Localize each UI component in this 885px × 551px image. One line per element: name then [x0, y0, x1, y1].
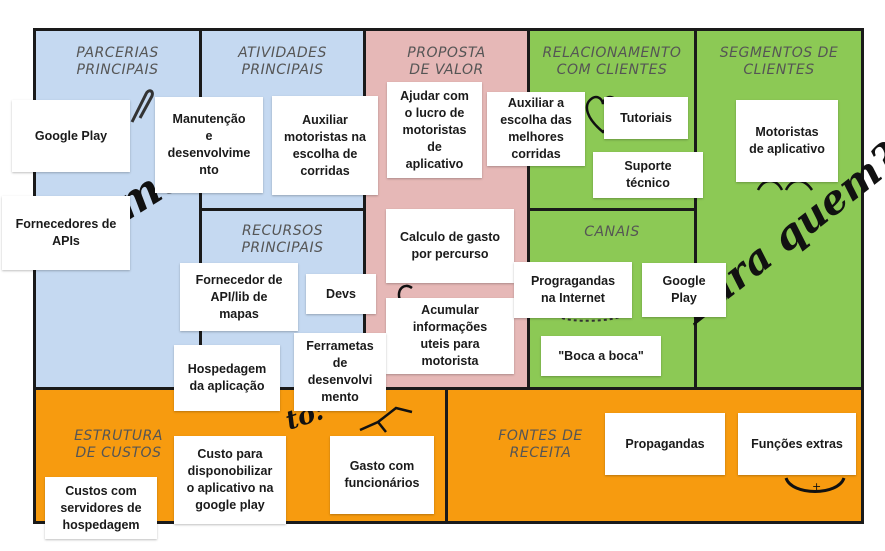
note-manutencao: Manutenção e desenvolvime nto	[155, 97, 263, 193]
note-google-play-parceria: Google Play	[12, 100, 130, 172]
note-motoristas-aplicativo: Motoristas de aplicativo	[736, 100, 838, 182]
block-title-estrutura: ESTRUTURA DE CUSTOS	[74, 428, 163, 461]
note-propagandas: Propagandas	[605, 413, 725, 475]
note-google-play-canal: Google Play	[642, 263, 726, 317]
block-title-fontes: FONTES DE RECEITA	[498, 428, 583, 461]
note-auxiliar-escolha: Auxiliar a escolha das melhores corridas	[487, 92, 585, 166]
block-title-atividades: ATIVIDADES PRINCIPAIS	[238, 45, 327, 78]
note-acumular-informacoes: Acumular informações uteis para motorist…	[386, 298, 514, 374]
block-segmentos-de-clientes: SEGMENTOS DE CLIENTES	[694, 28, 864, 390]
key-icon	[397, 284, 413, 301]
note-ferramentas: Ferrametas de desenvolvi mento	[294, 333, 386, 411]
block-title-recursos: RECURSOS PRINCIPAIS	[241, 223, 324, 256]
note-gasto-funcionarios: Gasto com funcionários	[330, 436, 434, 514]
note-auxiliar-motoristas: Auxiliar motoristas na escolha de corrid…	[272, 96, 378, 195]
note-calculo-gasto: Calculo de gasto por percurso	[386, 209, 514, 283]
note-ajudar-lucro: Ajudar com o lucro de motoristas de apli…	[387, 82, 482, 178]
note-suporte-tecnico: Suporte técnico	[593, 152, 703, 198]
block-title-segmentos: SEGMENTOS DE CLIENTES	[719, 45, 839, 78]
note-funcoes-extras: Funções extras	[738, 413, 856, 475]
note-devs: Devs	[306, 274, 376, 314]
note-fornecedor-api: Fornecedor de API/lib de mapas	[180, 263, 298, 331]
block-title-relacionamento: RELACIONAMENTO COM CLIENTES	[542, 45, 682, 78]
note-hospedagem: Hospedagem da aplicação	[174, 345, 280, 411]
money-icon: +	[784, 477, 846, 493]
note-fornecedores-apis: Fornecedores de APIs	[2, 196, 130, 270]
block-title-proposta: PROPOSTA DE VALOR	[407, 45, 486, 78]
note-custo-google-play: Custo para disponobilizar o aplicativo n…	[174, 436, 286, 524]
svg-text:+: +	[812, 480, 821, 493]
tag-icon	[359, 406, 413, 433]
paperclip-icon	[130, 89, 154, 123]
note-boca-a-boca: "Boca a boca"	[541, 336, 661, 376]
block-title-canais: CANAIS	[584, 224, 640, 240]
block-title-parcerias: PARCERIAS PRINCIPAIS	[76, 45, 159, 78]
note-tutoriais: Tutoriais	[604, 97, 688, 139]
note-custos-servidores: Custos com servidores de hospedagem	[45, 477, 157, 539]
note-propagandas-internet: Progragandas na Internet	[514, 262, 632, 318]
